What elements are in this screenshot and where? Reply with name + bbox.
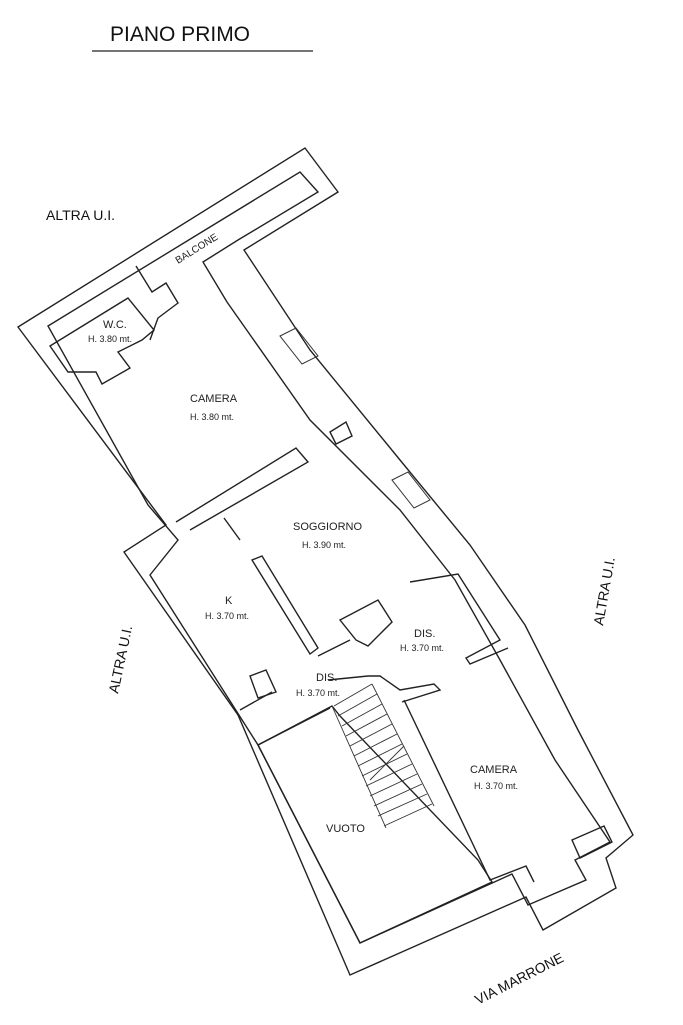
room-soggiorno-name: SOGGIORNO: [293, 521, 363, 533]
balcony-wall: [135, 265, 179, 341]
room-camera1-name: CAMERA: [190, 393, 238, 405]
pillar-1: [329, 420, 353, 445]
inner-wall: [47, 171, 612, 944]
camera-soggiorno-wall: [175, 447, 310, 531]
plan-title: PIANO PRIMO: [110, 23, 250, 46]
kitchen-wall: [250, 555, 319, 656]
label-altra-right: ALTRA U.I.: [590, 556, 618, 627]
room-dis2-height: H. 3.70 mt.: [296, 688, 340, 698]
label-altra-top: ALTRA U.I.: [46, 207, 115, 223]
stairs: [331, 683, 435, 829]
outer-wall: [16, 147, 634, 976]
dis-wall-1: [317, 639, 351, 657]
room-wc-name: W.C.: [103, 319, 127, 331]
room-camera2-name: CAMERA: [470, 764, 518, 776]
room-k-name: K: [225, 595, 233, 607]
room-dis1-name: DIS.: [414, 628, 435, 640]
dis-block: [338, 599, 393, 647]
room-camera1-height: H. 3.80 mt.: [190, 412, 234, 422]
vuoto-enclosure: [257, 705, 494, 944]
room-vuoto-name: VUOTO: [326, 823, 365, 835]
camera-right-stub: [571, 825, 613, 859]
kitchen-box: [249, 669, 277, 699]
label-altra-left: ALTRA U.I.: [105, 624, 135, 695]
room-camera2-height: H. 3.70 mt.: [474, 781, 518, 791]
room-dis2-name: DIS.: [316, 672, 337, 684]
label-via: VIA MARRONE: [472, 949, 566, 1007]
window-2: [391, 471, 431, 509]
stair-enclosure: [327, 675, 442, 703]
room-dis1-height: H. 3.70 mt.: [400, 643, 444, 653]
camera-right-wall: [403, 699, 535, 883]
wc-walls: [49, 297, 155, 385]
room-wc-height: H. 3.80 mt.: [88, 334, 132, 344]
label-balcone: BALCONE: [174, 232, 221, 267]
window-1: [279, 327, 319, 365]
kitchen-lower-wall: [239, 691, 273, 711]
room-soggiorno-height: H. 3.90 mt.: [302, 540, 346, 550]
right-partition: [409, 573, 509, 665]
room-k-height: H. 3.70 mt.: [205, 611, 249, 621]
door-jamb-1: [223, 517, 241, 541]
vuoto-top: [257, 707, 331, 746]
